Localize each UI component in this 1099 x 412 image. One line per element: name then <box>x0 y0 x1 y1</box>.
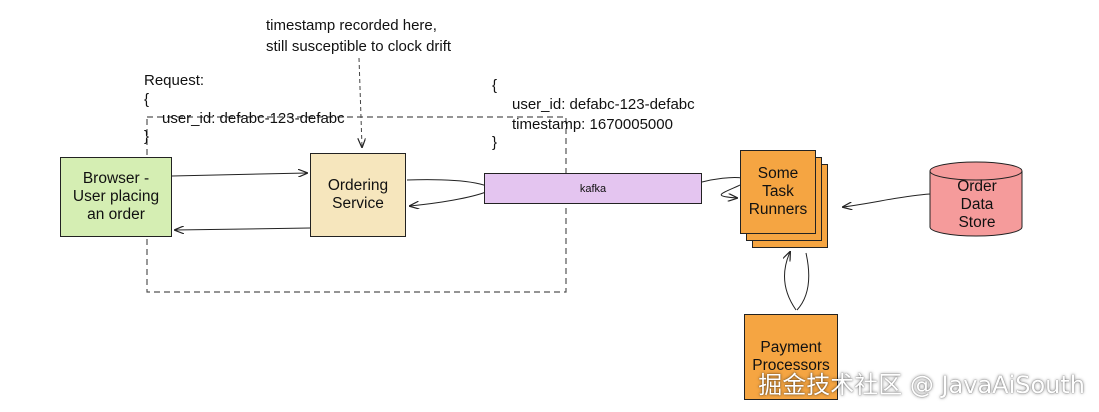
arrow-ordering-kafka-loop <box>406 179 490 206</box>
message-brace-close: } <box>492 134 498 151</box>
annotation-line-2: still susceptible to clock drift <box>266 38 452 55</box>
annotation-line-1: timestamp recorded here, <box>266 17 437 34</box>
store-cylinder <box>929 161 1023 237</box>
arrow-runners-payment-loop <box>796 252 810 311</box>
message-timestamp: timestamp: 1670005000 <box>512 116 673 133</box>
browser-node: Browser - User placing an order <box>60 157 172 237</box>
kafka-label: kafka <box>579 182 607 195</box>
task-runners-node: Some Task Runners <box>740 150 816 234</box>
kafka-node: kafka <box>484 173 702 204</box>
arrow-kafka-runners-loop <box>701 177 746 198</box>
message-brace-open: { <box>492 77 498 94</box>
arrow-payment-runners-loop <box>785 252 797 311</box>
payment-processors-node: Payment Processors <box>744 314 838 400</box>
arrow-ordering-to-browser <box>175 228 311 230</box>
watermark: 掘金技术社区 @ JavaAiSouth <box>758 371 1085 399</box>
message-user-id: user_id: defabc-123-defabc <box>512 96 695 113</box>
task-runners-label: Some Task Runners <box>748 165 808 218</box>
arrow-store-to-runners <box>843 193 931 207</box>
ordering-service-label: Ordering Service <box>327 177 389 212</box>
request-brace-close: } <box>144 128 150 145</box>
browser-label: Browser - User placing an order <box>72 170 160 223</box>
payment-processors-label: Payment Processors <box>752 339 830 374</box>
ordering-service-node: Ordering Service <box>310 153 406 237</box>
annotation-arrow <box>359 57 362 147</box>
request-brace-open: { <box>144 91 150 108</box>
request-user-id: user_id: defabc-123-defabc <box>162 110 345 127</box>
order-data-store-label: Order Data Store <box>957 178 997 231</box>
arrow-browser-to-ordering <box>171 173 307 176</box>
request-label: Request: <box>144 72 205 89</box>
